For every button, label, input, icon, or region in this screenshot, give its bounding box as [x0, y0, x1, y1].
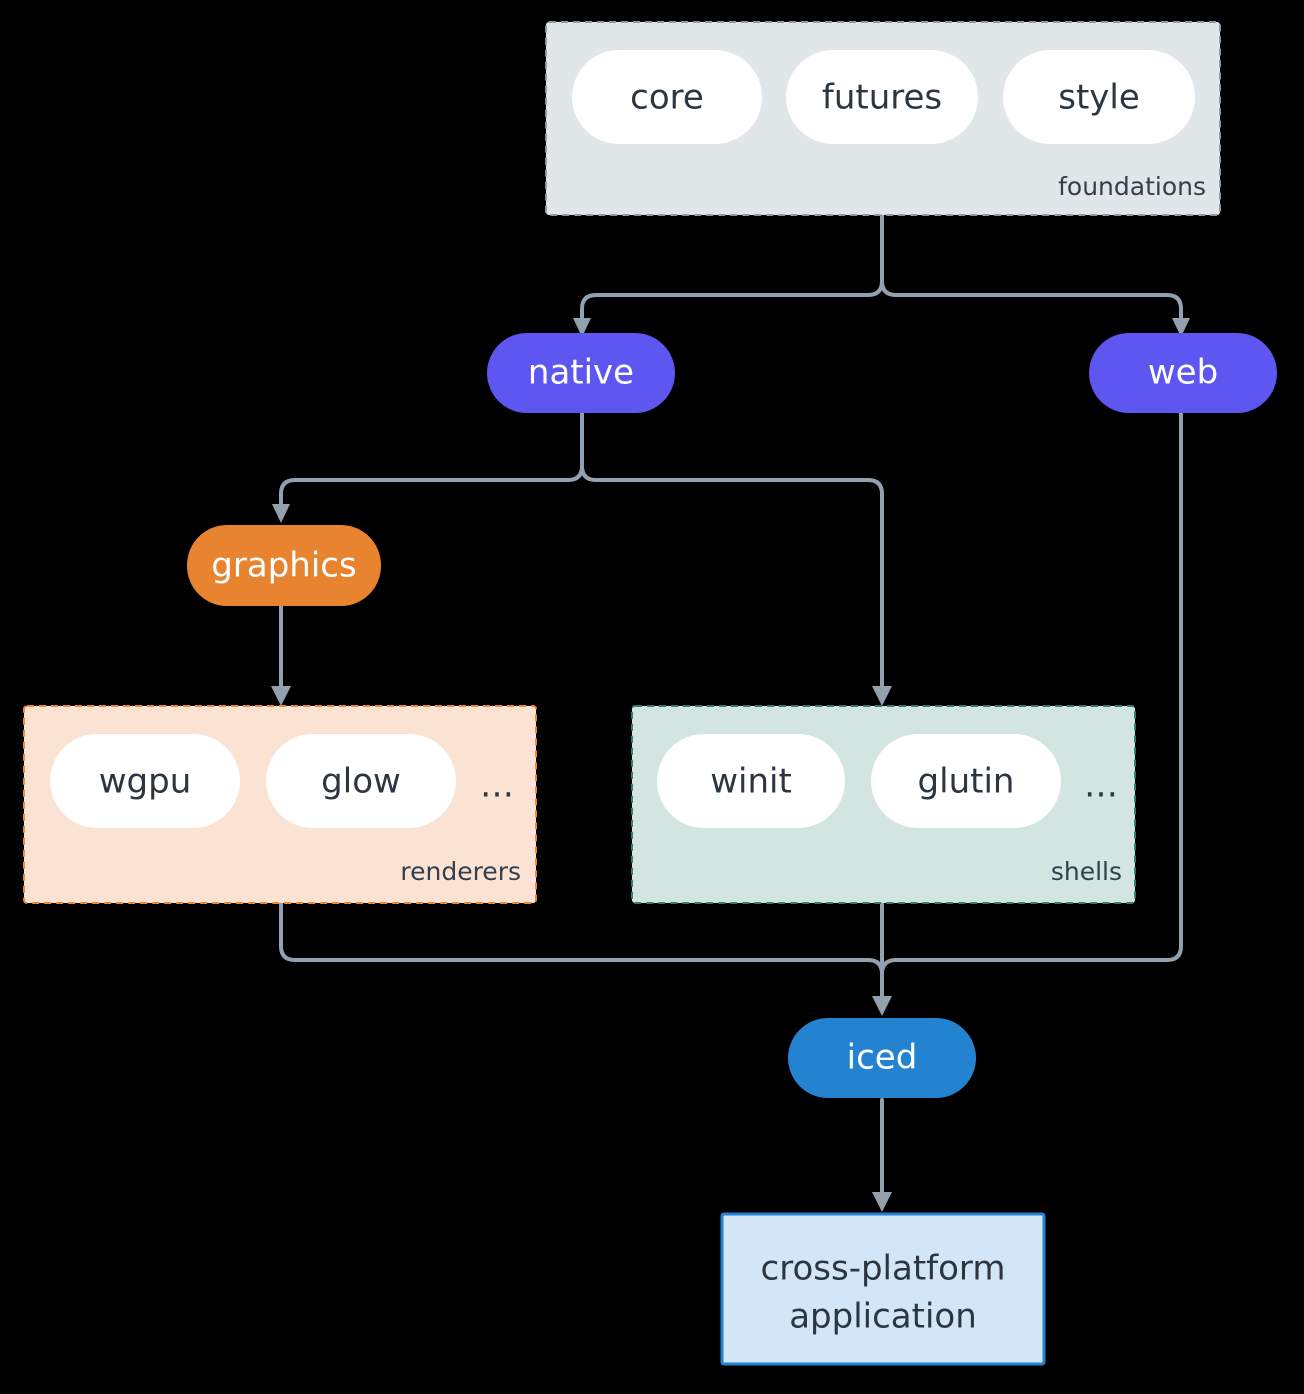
- edge-foundations-to-native: [580, 214, 884, 324]
- node-futures-label: futures: [822, 78, 942, 118]
- arrow-iced-to-application: [872, 1192, 892, 1212]
- node-glow[interactable]: [266, 734, 456, 828]
- node-application-label-line2: application: [789, 1297, 977, 1337]
- node-web-shape[interactable]: [1089, 333, 1277, 413]
- node-application[interactable]: cross-platform application: [720, 1212, 1046, 1366]
- cluster-foundations-label: foundations: [1058, 172, 1206, 201]
- node-futures[interactable]: [786, 50, 978, 144]
- edge-native-to-graphics: [279, 411, 584, 510]
- node-core[interactable]: [572, 50, 762, 144]
- cluster-shells-label: shells: [1051, 857, 1122, 886]
- arrow-foundations-to-web: [1172, 318, 1190, 337]
- node-iced-label: iced: [847, 1038, 918, 1078]
- cluster-renderers-label: renderers: [400, 857, 521, 886]
- node-core-label: core: [630, 78, 704, 118]
- node-winit[interactable]: [657, 734, 845, 828]
- node-graphics-shape[interactable]: [187, 525, 381, 606]
- edge-foundations-to-web: [880, 214, 1183, 324]
- node-graphics[interactable]: graphics: [187, 525, 381, 606]
- node-iced-shape[interactable]: [788, 1018, 976, 1098]
- edge-web-to-iced: [880, 411, 1183, 1002]
- cluster-renderers: wgpu glow … renderers: [23, 705, 537, 904]
- arrow-foundations-to-native: [573, 318, 591, 337]
- node-shells-ellipsis: …: [1084, 766, 1118, 806]
- arrow-graphics-to-renderers: [271, 686, 291, 706]
- node-style[interactable]: [1003, 50, 1195, 144]
- node-wgpu[interactable]: [50, 734, 240, 828]
- node-winit-label: winit: [710, 762, 792, 802]
- edge-renderers-to-iced: [279, 901, 884, 1002]
- node-native[interactable]: native: [487, 333, 675, 413]
- node-glutin-label: glutin: [918, 762, 1015, 802]
- cluster-foundations: core futures style foundations: [545, 21, 1221, 216]
- node-web[interactable]: web: [1089, 333, 1277, 413]
- node-web-label: web: [1148, 353, 1218, 393]
- edge-native-to-shells: [580, 411, 884, 692]
- node-glutin[interactable]: [871, 734, 1061, 828]
- arrow-native-to-shells: [872, 686, 892, 706]
- node-application-label-line1: cross-platform: [761, 1249, 1006, 1289]
- cluster-shells: winit glutin … shells: [631, 705, 1136, 904]
- node-native-shape[interactable]: [487, 333, 675, 413]
- node-style-label: style: [1058, 78, 1140, 118]
- node-application-shape[interactable]: [720, 1212, 1046, 1366]
- arrow-to-iced: [872, 996, 892, 1016]
- node-glow-label: glow: [321, 762, 401, 802]
- node-iced[interactable]: iced: [788, 1018, 976, 1098]
- node-native-label: native: [528, 353, 634, 393]
- node-wgpu-label: wgpu: [99, 762, 192, 802]
- node-renderers-ellipsis: …: [480, 766, 514, 806]
- edge-layer: [271, 214, 1190, 1212]
- arrow-native-to-graphics: [272, 504, 290, 523]
- node-graphics-label: graphics: [211, 546, 356, 586]
